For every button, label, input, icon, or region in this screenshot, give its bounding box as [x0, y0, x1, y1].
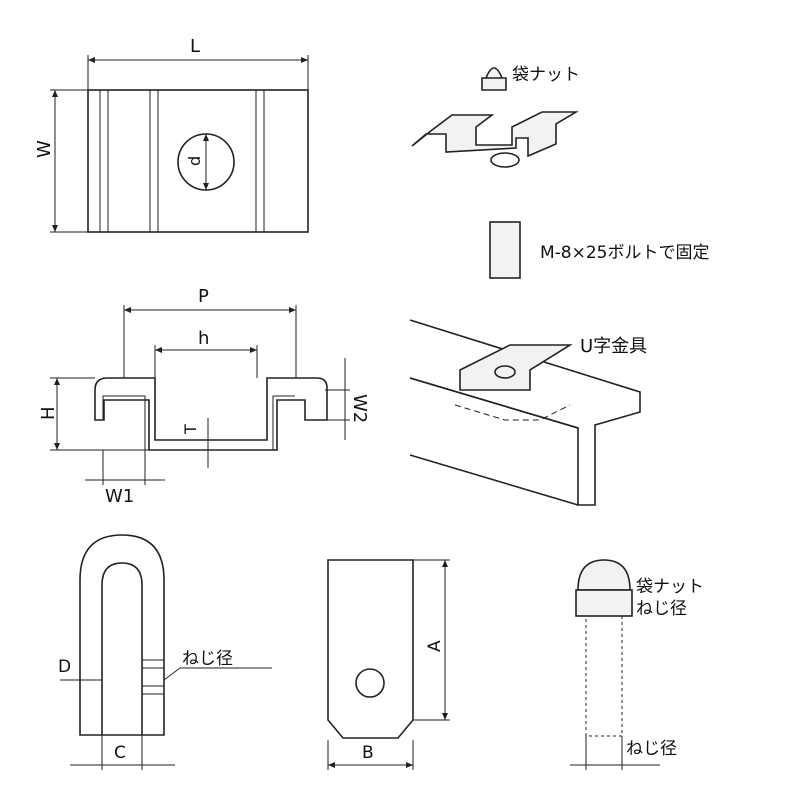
label-H: H [38, 406, 59, 420]
thread-label-2: ねじ径 [636, 599, 687, 619]
label-L: L [190, 36, 200, 57]
side-view: P h H T W2 W1 [38, 286, 370, 507]
label-T: T [181, 424, 200, 435]
bolt-icon [489, 221, 521, 279]
cap-nut-label: 袋ナット [512, 65, 580, 85]
bolt-note: M-8×25ボルトで固定 [540, 243, 710, 263]
u-bracket-label: U字金具 [580, 336, 647, 357]
thread-label: ねじ径 [182, 649, 233, 669]
label-h: h [198, 328, 209, 349]
label-d: d [185, 156, 204, 166]
label-W2: W2 [349, 394, 370, 423]
label-A: A [425, 640, 445, 652]
label-W: W [34, 140, 55, 158]
bolt-view: 袋ナット ねじ径 ねじ径 [570, 559, 704, 770]
label-C: C [114, 743, 126, 763]
plate-view: A B [327, 559, 450, 770]
label-D: D [58, 657, 71, 677]
cap-nut-icon [481, 67, 507, 91]
mount-view: U字金具 [409, 319, 647, 506]
label-B: B [362, 743, 374, 763]
assembly-view: 袋ナット M-8×25ボルトで固定 [411, 65, 710, 279]
bracket-icon [411, 111, 579, 158]
label-P: P [198, 286, 209, 307]
label-W1: W1 [105, 486, 134, 507]
thread-label-3: ねじ径 [626, 739, 677, 759]
cap-nut-label-2: 袋ナット [636, 577, 704, 597]
u-view: D ねじ径 C [58, 534, 272, 770]
top-view: L W d [34, 36, 309, 233]
